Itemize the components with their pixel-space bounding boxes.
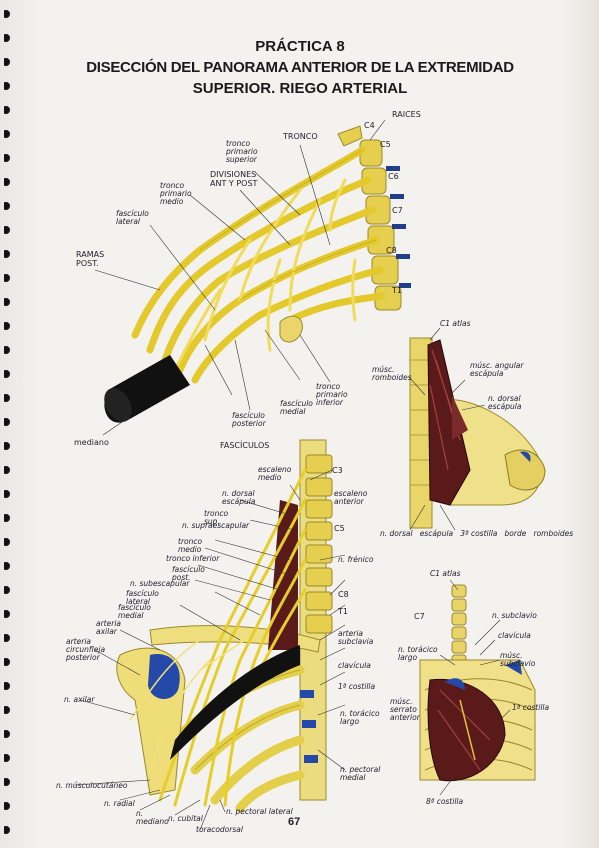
label-c7: C7 [414,612,425,621]
label-musc-angular: músc. angular escápula [470,361,524,378]
label-c5: C5 [380,140,391,149]
diagram-axilla-fascicles [74,439,346,831]
label-c5: C5 [334,524,345,533]
label-n-subescapular: n. subescapular [130,579,190,588]
page-title-practica: PRÁCTICA 8 [255,38,345,55]
label-tronco-medio: tronco medio [178,537,203,554]
label-raices: RAICES [392,110,421,119]
label-arteria-axilar: arteria axilar [96,619,121,636]
label-n-dorsal-escapula: n. dorsal escápula [488,394,522,411]
label-t1: T1 [338,607,348,616]
label-n-musculocutaneo: n. músculocutáneo [56,781,128,790]
page-title-line2: DISECCIÓN DEL PANORAMA ANTERIOR DE LA EX… [86,59,514,76]
label-n-dorsal-escapula: n. dorsal escápula [222,489,256,506]
label-divisiones: DIVISIONES ANT Y POST [210,170,258,188]
label-tronco-inferior: tronco inferior [166,554,220,563]
label-n-pectoral-lateral: n. pectoral lateral [226,807,293,816]
label-fasciculos: FASCÍCULOS [220,441,270,450]
label-primera-costilla: 1ª costilla [338,682,376,691]
label-tronco-primario-medio: tronco primario medio [160,181,192,206]
diagram-scapula-muscles [409,327,546,531]
label-clavicula: clavícula [338,661,371,670]
label-fasciculo-post: fascículo post. [172,565,205,582]
diagram-posterior-thorax [419,579,536,796]
label-tronco-primario-inferior: tronco primario inferior [316,382,348,407]
diagram-brachial-plexus [94,119,411,436]
label-tronco: TRONCO [283,132,318,141]
label-mediano: mediano [74,438,109,447]
label-escaleno-anterior: escaleno anterior [334,489,368,506]
label-musc-serrato-anterior: músc. serrato anterior [390,697,420,722]
label-c1-atlas: C1 atlas [440,319,471,328]
label-n-subclavio: n. subclavio [492,611,537,620]
label-n-frenico: n. frénico [338,555,374,564]
label-fasciculo-lateral-3: fascículo lateral [126,589,159,606]
label-primera-costilla-4: 1ª costilla [512,703,550,712]
label-c8: C8 [338,590,349,599]
label-n-radial: n. radial [104,799,135,808]
label-n-dorsal-bottom: n. dorsal escápula 3ª costilla borde rom… [380,529,574,538]
label-clavicula-4: clavícula [498,631,531,640]
label-n-toracico-largo: n. torácico largo [340,709,380,726]
label-n-mediano: n. mediano [136,809,169,826]
label-n-axilar: n. axilar [64,695,95,704]
label-ramas-post: RAMAS POST. [76,250,105,268]
label-toracodorsal: toracodorsal [196,825,243,834]
label-c8: C8 [386,246,397,255]
label-fasciculo-lateral: fascículo lateral [116,209,149,226]
label-arteria-circunfleja: arteria circunfleja posterior [66,637,106,662]
label-musc-romboides: músc. romboides [372,365,412,382]
label-c4: C4 [364,121,375,130]
label-c7: C7 [392,206,403,215]
label-fasciculo-posterior: fascículo posterior [232,411,266,428]
label-n-supraescapular: n. supraescapular [182,521,250,530]
label-tronco-sup: tronco sup. [204,509,229,526]
label-n-cubital: n. cubital [168,814,203,823]
label-fasciculo-medial-3: fascículo medial [118,603,151,620]
label-octava-costilla: 8ª costilla [426,797,464,806]
label-c6: C6 [388,172,399,181]
label-tronco-primario-superior: tronco primario superior [226,139,258,164]
label-arteria-subclavia: arteria subclavia [338,629,374,646]
page-number: 67 [288,816,301,828]
label-n-toracico-largo-4: n. torácico largo [398,645,438,662]
page-title-line3: SUPERIOR. RIEGO ARTERIAL [192,80,408,97]
label-n-pectoral-medial: n. pectoral medial [340,765,381,782]
label-escaleno-medio: escaleno medio [258,465,292,482]
label-musc-subclavio: músc. subclavio [500,651,536,668]
label-t1: T1 [392,286,402,295]
label-fasciculo-medial: fascículo medial [280,399,313,416]
label-c3-top: C3 [332,466,343,475]
label-c1-atlas-4: C1 atlas [430,569,461,578]
